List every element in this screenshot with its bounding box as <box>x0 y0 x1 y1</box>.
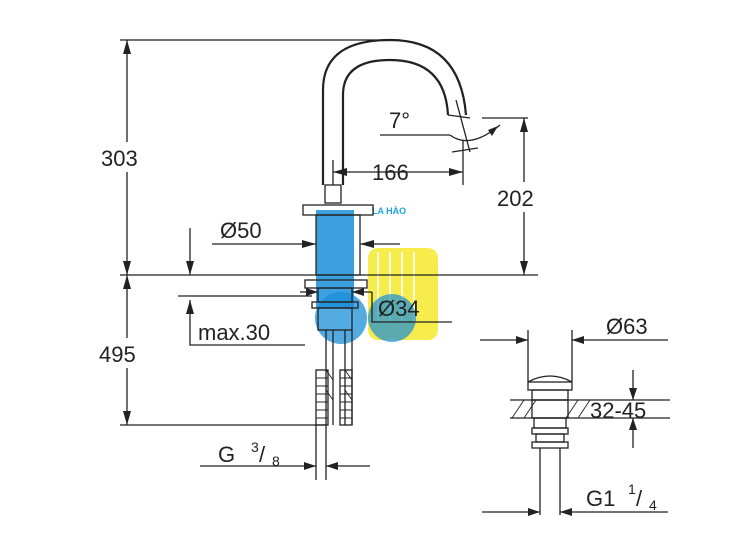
dimension-below-deck: 495 <box>98 275 326 426</box>
thread-label-slash: / <box>259 442 266 467</box>
thread-label-main: G <box>218 442 235 467</box>
dimension-shank-diameter: Ø34 <box>300 288 452 323</box>
dimension-spout-angle: 7° <box>380 108 501 153</box>
thread-label-denominator: 4 <box>649 497 657 513</box>
dimension-label: max.30 <box>198 320 270 345</box>
dimension-label: Ø63 <box>606 314 648 339</box>
dimension-base-diameter: Ø50 <box>212 218 400 248</box>
dimension-waste-thread: G1 1 / 4 <box>482 481 668 516</box>
thread-label-numerator: 3 <box>251 439 259 455</box>
connection-hoses <box>315 330 353 426</box>
dimension-total-height: 303 <box>100 39 390 275</box>
dimension-label: Ø50 <box>220 218 262 243</box>
waste-fitting <box>510 375 591 515</box>
dimension-label: 32-45 <box>590 398 646 423</box>
dimension-label: 303 <box>101 146 138 171</box>
watermark-logo: LA HÀO <box>315 206 438 344</box>
dimension-label: 166 <box>372 160 409 185</box>
thread-label-slash: / <box>636 486 643 511</box>
thread-label-main: G1 <box>586 486 615 511</box>
dimension-label: Ø34 <box>378 296 420 321</box>
dimension-connection-thread: G 3 / 8 <box>200 425 370 480</box>
thread-label-numerator: 1 <box>628 481 636 497</box>
dimension-waste-deck-range: 32-45 <box>590 370 670 448</box>
thread-label-denominator: 8 <box>272 453 280 469</box>
dimension-waste-diameter: Ø63 <box>480 314 668 382</box>
deck-thickness-marker: max.30 <box>178 228 312 346</box>
dimension-label: 7° <box>389 108 410 133</box>
watermark-text: LA HÀO <box>372 206 406 216</box>
dimension-label: 495 <box>99 342 136 367</box>
dimension-label: 202 <box>497 186 534 211</box>
dimension-spout-reach: 166 <box>332 140 464 185</box>
dimension-spout-height: 202 <box>482 117 554 275</box>
